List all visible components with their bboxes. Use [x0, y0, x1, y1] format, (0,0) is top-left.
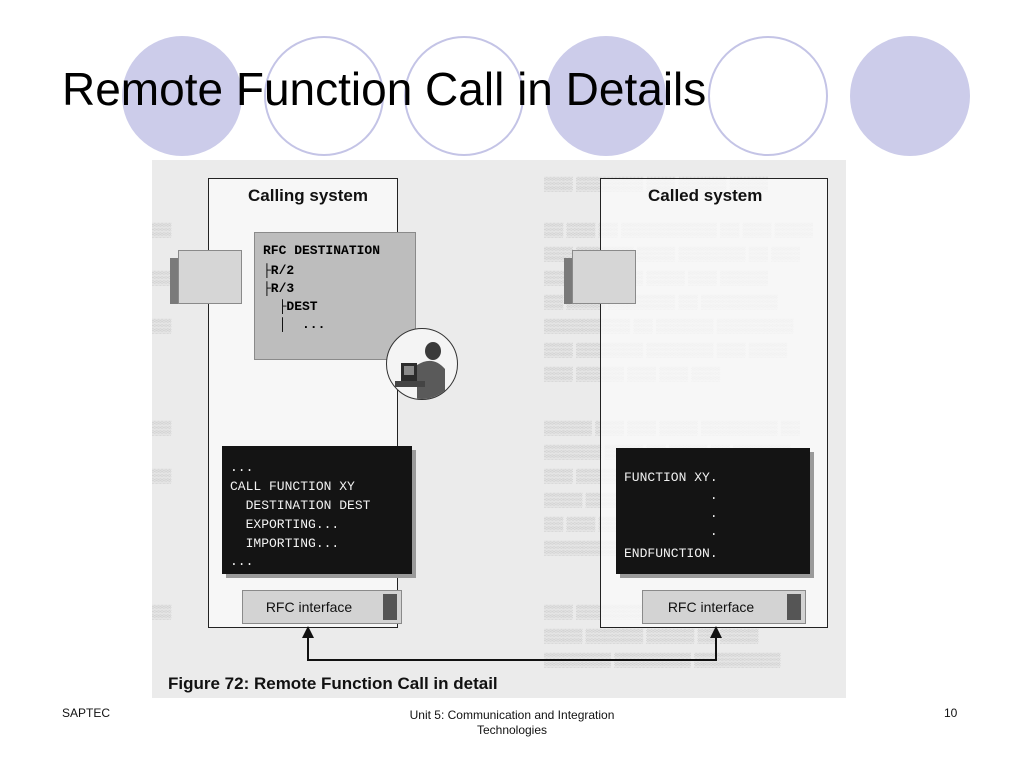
calling-rfc-interface-label: RFC interface — [265, 599, 353, 615]
caller-code-line-2: CALL FUNCTION XY — [230, 479, 355, 494]
footer-center: Unit 5: Communication and Integration Te… — [362, 708, 662, 738]
tree-line-4: ├DEST — [263, 299, 318, 314]
tree-line-5: │ ... — [263, 317, 326, 332]
caller-code-line-4: EXPORTING... — [230, 517, 340, 532]
called-program-screen: FUNCTION XY. . . . ENDFUNCTION. — [616, 448, 810, 574]
footer-center-line-1: Unit 5: Communication and Integration — [409, 708, 615, 722]
tree-line-2: ├R/2 — [263, 263, 295, 278]
decor-circle-6 — [850, 36, 970, 156]
decor-circle-3 — [404, 36, 524, 156]
decor-circle-1 — [122, 36, 242, 156]
footer-left: SAPTEC — [62, 706, 111, 720]
rfc-figure: ▒▒▒ ▒▒▒▒▒▒▒ ▒▒▒ ▒▒▒▒▒ ▒▒▒▒ ▒▒ ▒▒▒ ▒▒ ▒▒▒… — [152, 160, 846, 698]
callee-code-line-1: FUNCTION XY. — [624, 470, 718, 485]
callee-code-line-5: ENDFUNCTION. — [624, 546, 718, 561]
decor-circle-5 — [708, 36, 828, 156]
called-rfc-interface-label: RFC interface — [667, 599, 755, 615]
callee-code-line-2: . — [624, 488, 718, 503]
caller-code-line-3: DESTINATION DEST — [230, 498, 371, 513]
decor-circle-4 — [546, 36, 666, 156]
figure-caption: Figure 72: Remote Function Call in detai… — [168, 674, 498, 693]
tree-line-3: ├R/3 — [263, 281, 295, 296]
called-system-title: Called system — [648, 186, 763, 205]
calling-system-title: Calling system — [248, 186, 368, 205]
calling-rfc-interface: RFC interface — [242, 590, 402, 624]
caller-code-line-5: IMPORTING... — [230, 536, 340, 551]
callee-code-line-4: . — [624, 524, 718, 539]
person-illustration — [386, 328, 458, 400]
caller-code-line-1: ... — [230, 460, 254, 475]
page-number: 10 — [944, 706, 958, 720]
decor-circle-2 — [264, 36, 384, 156]
slide-title: Remote Function Call in Details — [62, 63, 707, 115]
rfc-destination-tree-panel: RFC DESTINATION ├R/2 ├R/3 ├DEST │ ... — [254, 232, 416, 360]
called-rfc-interface: RFC interface — [642, 590, 806, 624]
calling-program-screen: ... CALL FUNCTION XY DESTINATION DEST EX… — [222, 446, 412, 574]
footer-center-line-2: Technologies — [476, 723, 548, 737]
callee-code-line-3: . — [624, 506, 718, 521]
caller-code-line-6: ... — [230, 554, 254, 569]
tree-line-1: RFC DESTINATION — [263, 243, 381, 258]
